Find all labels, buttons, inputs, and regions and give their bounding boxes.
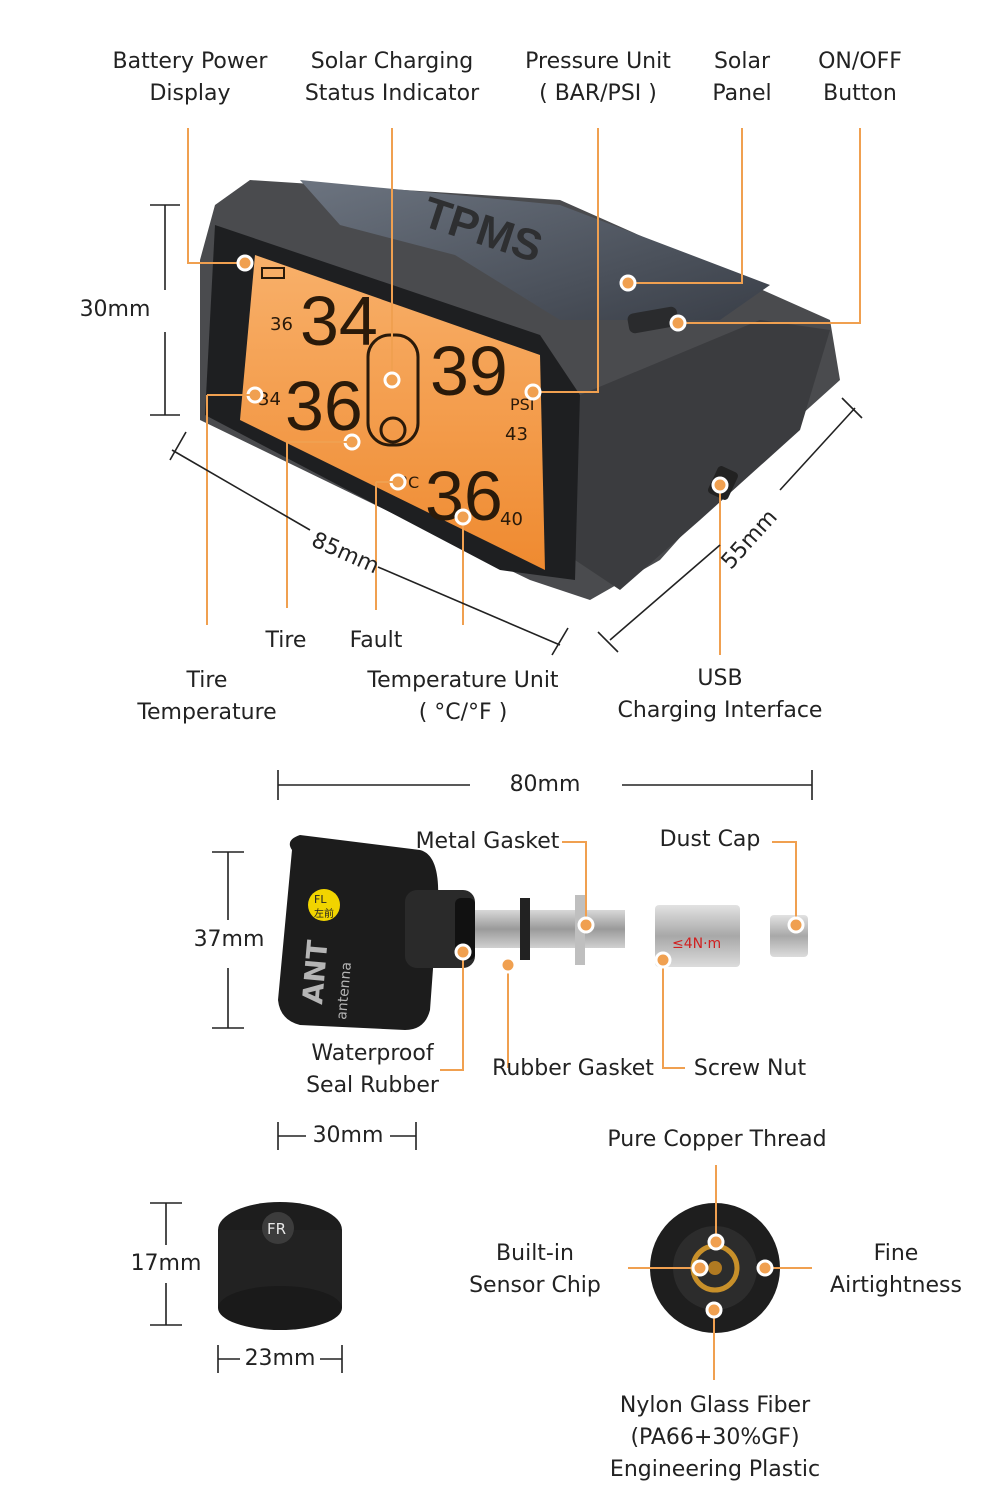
dust-cap-label: Dust Cap bbox=[659, 827, 761, 852]
tpms-monitor: TPMS 34 39 36 36 36 34 43 40 PSI °C bbox=[200, 180, 840, 600]
battery-label-line-2: Display bbox=[149, 81, 231, 106]
solar-panel-label: Solar Panel bbox=[692, 46, 792, 110]
sensor-chip-line-1: Built-in bbox=[496, 1241, 574, 1266]
material-line-1: Nylon Glass Fiber bbox=[619, 1393, 811, 1418]
waterproof-line-1: Waterproof bbox=[311, 1041, 434, 1066]
sensor-tag-cn: 左前 bbox=[314, 907, 334, 920]
valve-stem bbox=[475, 910, 625, 948]
sensor-dimension-lines bbox=[212, 770, 813, 1150]
sensor-chip-label: Built-in Sensor Chip bbox=[455, 1238, 615, 1302]
cap-bottom bbox=[218, 1286, 342, 1330]
waterproof-line-2: Seal Rubber bbox=[306, 1073, 439, 1098]
airtightness-label: Fine Airtightness bbox=[820, 1238, 972, 1302]
solar-status-line-1: Solar Charging bbox=[310, 49, 474, 74]
screw-nut-shape bbox=[655, 905, 740, 967]
lcd-small-top-left: 36 bbox=[270, 314, 293, 335]
material-label: Nylon Glass Fiber (PA66+30%GF) Engineeri… bbox=[590, 1390, 840, 1486]
monitor-side bbox=[575, 320, 830, 590]
sensor-width-dim: 30mm bbox=[312, 1123, 384, 1148]
solar-panel-line-2: Panel bbox=[712, 81, 772, 106]
cap-height-dim: 17mm bbox=[130, 1251, 202, 1276]
sensor-callout-dots bbox=[454, 916, 805, 974]
temperature-unit-line-1: Temperature Unit bbox=[367, 668, 559, 693]
waterproof-seal-label: Waterproof Seal Rubber bbox=[290, 1038, 455, 1102]
sensor-callouts bbox=[440, 841, 797, 1071]
sensor-length-dim: 80mm bbox=[509, 772, 581, 797]
material-line-2: (PA66+30%GF) bbox=[630, 1425, 800, 1450]
on-off-button-label: ON/OFF Button bbox=[800, 46, 920, 110]
cap-width-dim: 23mm bbox=[244, 1346, 316, 1371]
screw-nut-text: ≤4N·m bbox=[672, 936, 721, 952]
cap-callouts bbox=[628, 1165, 812, 1380]
cap-callout-dots bbox=[691, 1233, 774, 1319]
rubber-gasket-shape bbox=[520, 898, 530, 960]
monitor-dimension-lines bbox=[150, 204, 863, 656]
copper-thread-label: Pure Copper Thread bbox=[607, 1127, 827, 1152]
valve-sensor: FL 左前 ANT antenna ≤4N·m bbox=[278, 835, 808, 1030]
rubber-gasket-label: Rubber Gasket bbox=[492, 1056, 654, 1081]
sensor-tag-circle bbox=[308, 889, 340, 921]
monitor-callout-joins bbox=[207, 394, 398, 483]
tire-temperature-label: Tire Temperature bbox=[127, 665, 287, 729]
monitor-callout-dots bbox=[236, 254, 729, 526]
battery-label-line-1: Battery Power bbox=[112, 49, 268, 74]
usb-line-1: USB bbox=[697, 666, 743, 691]
sensor-chip-line-2: Sensor Chip bbox=[469, 1273, 601, 1298]
usb-line-2: Charging Interface bbox=[617, 698, 823, 723]
pressure-unit-line-2: ( BAR/PSI ) bbox=[539, 81, 657, 106]
cap-dimension-lines bbox=[150, 1202, 343, 1373]
temperature-unit-label: Temperature Unit ( °C/°F ) bbox=[355, 665, 571, 729]
fault-label: Fault bbox=[349, 628, 403, 653]
solar-charging-status-label: Solar Charging Status Indicator bbox=[290, 46, 494, 110]
solar-panel bbox=[300, 180, 770, 320]
material-line-3: Engineering Plastic bbox=[609, 1457, 821, 1482]
lcd-bottom-left-value: 36 bbox=[285, 367, 363, 445]
pressure-unit-label: Pressure Unit ( BAR/PSI ) bbox=[505, 46, 691, 110]
on-off-line-2: Button bbox=[823, 81, 897, 106]
battery-icon bbox=[261, 267, 285, 279]
airtightness-line-2: Airtightness bbox=[830, 1273, 962, 1298]
monitor-callouts bbox=[187, 128, 861, 655]
sensor-height-dim: 37mm bbox=[193, 927, 265, 952]
on-off-line-1: ON/OFF bbox=[818, 49, 902, 74]
cap-tag: FR bbox=[267, 1220, 286, 1238]
pressure-unit-line-1: Pressure Unit bbox=[525, 49, 671, 74]
tire-label: Tire bbox=[265, 628, 307, 653]
monitor-height-dim: 30mm bbox=[79, 297, 151, 322]
lcd-screen bbox=[240, 255, 545, 570]
lcd-small-top-right: 43 bbox=[505, 424, 528, 445]
sensor-tag: FL bbox=[314, 893, 327, 906]
screw-nut-label: Screw Nut bbox=[693, 1056, 807, 1081]
battery-power-display-label: Battery Power Display bbox=[90, 46, 290, 110]
temperature-unit-line-2: ( °C/°F ) bbox=[418, 700, 508, 725]
lcd-pressure-unit: PSI bbox=[510, 395, 535, 414]
usb-charging-label: USB Charging Interface bbox=[610, 663, 830, 727]
sensor-brand-sub: antenna bbox=[334, 961, 355, 1020]
cap-tag-circle bbox=[262, 1212, 294, 1244]
cap-sensor: FR bbox=[218, 1202, 780, 1333]
metal-gasket-label: Metal Gasket bbox=[415, 829, 560, 854]
lcd-small-bottom-right: 40 bbox=[500, 509, 523, 530]
solar-panel-line-1: Solar bbox=[713, 49, 771, 74]
copper-center bbox=[708, 1261, 722, 1275]
on-off-button[interactable] bbox=[627, 306, 680, 334]
lcd-top-left-value: 34 bbox=[300, 282, 378, 360]
airtightness-line-1: Fine bbox=[873, 1241, 919, 1266]
sensor-housing bbox=[278, 835, 439, 1030]
solar-status-line-2: Status Indicator bbox=[304, 81, 480, 106]
lcd-top-right-value: 39 bbox=[430, 332, 508, 410]
lcd-small-bottom-left: 34 bbox=[258, 389, 281, 410]
tire-temperature-line-2: Temperature bbox=[137, 700, 277, 725]
tire-temperature-line-1: Tire bbox=[186, 668, 228, 693]
sensor-brand: ANT bbox=[296, 939, 334, 1006]
